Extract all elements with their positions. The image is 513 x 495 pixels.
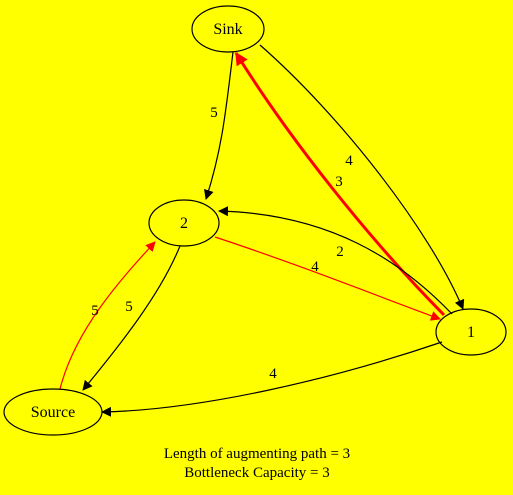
node-source: Source bbox=[3, 388, 103, 436]
edge-label-1-to-sink: 3 bbox=[335, 174, 343, 190]
node-sink: Sink bbox=[191, 5, 265, 53]
node-2-label: 2 bbox=[180, 215, 188, 232]
edge-label-source-to-2: 5 bbox=[91, 303, 99, 319]
edge-2-to-1-augmenting bbox=[214, 236, 441, 321]
node-1-label: 1 bbox=[467, 324, 475, 341]
node-2: 2 bbox=[148, 199, 220, 247]
edge-2-to-source bbox=[82, 245, 181, 391]
node-1: 1 bbox=[435, 308, 507, 356]
edge-1-to-sink-augmenting bbox=[234, 51, 446, 317]
edge-source-to-2-augmenting bbox=[59, 241, 156, 390]
edge-label-1-to-2: 2 bbox=[336, 244, 344, 260]
edge-label-1-to-source: 4 bbox=[269, 366, 277, 382]
caption-bottleneck: Bottleneck Capacity = 3 bbox=[184, 465, 330, 481]
edge-label-sink-to-1: 4 bbox=[345, 153, 353, 169]
edge-1-to-2 bbox=[218, 206, 453, 315]
node-sink-label: Sink bbox=[213, 21, 242, 38]
edge-label-sink-to-2: 5 bbox=[210, 105, 218, 121]
edge-sink-to-2 bbox=[204, 51, 234, 200]
caption-path-length: Length of augmenting path = 3 bbox=[164, 446, 350, 462]
edge-label-2-to-source: 5 bbox=[125, 299, 133, 315]
edge-sink-to-1 bbox=[259, 44, 465, 310]
node-source-label: Source bbox=[31, 404, 75, 421]
edge-label-2-to-1: 4 bbox=[311, 259, 319, 275]
edge-1-to-source bbox=[101, 341, 443, 417]
